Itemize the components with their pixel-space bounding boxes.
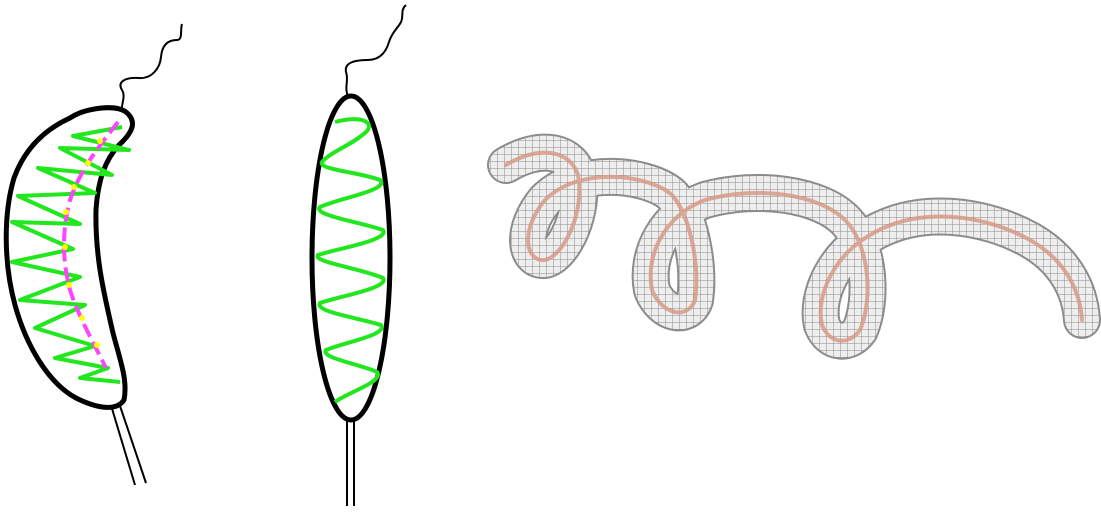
- curved-cell-figure: [6, 24, 182, 485]
- tail-stalk-center: [347, 420, 354, 506]
- flagellum-top-center: [346, 5, 406, 96]
- helical-tube-figure: [506, 153, 1082, 341]
- flagellum-top-left: [121, 24, 182, 115]
- helical-tube-mesh: [506, 153, 1082, 341]
- straight-cell-figure: [312, 5, 406, 506]
- tail-stalk-left: [110, 400, 146, 485]
